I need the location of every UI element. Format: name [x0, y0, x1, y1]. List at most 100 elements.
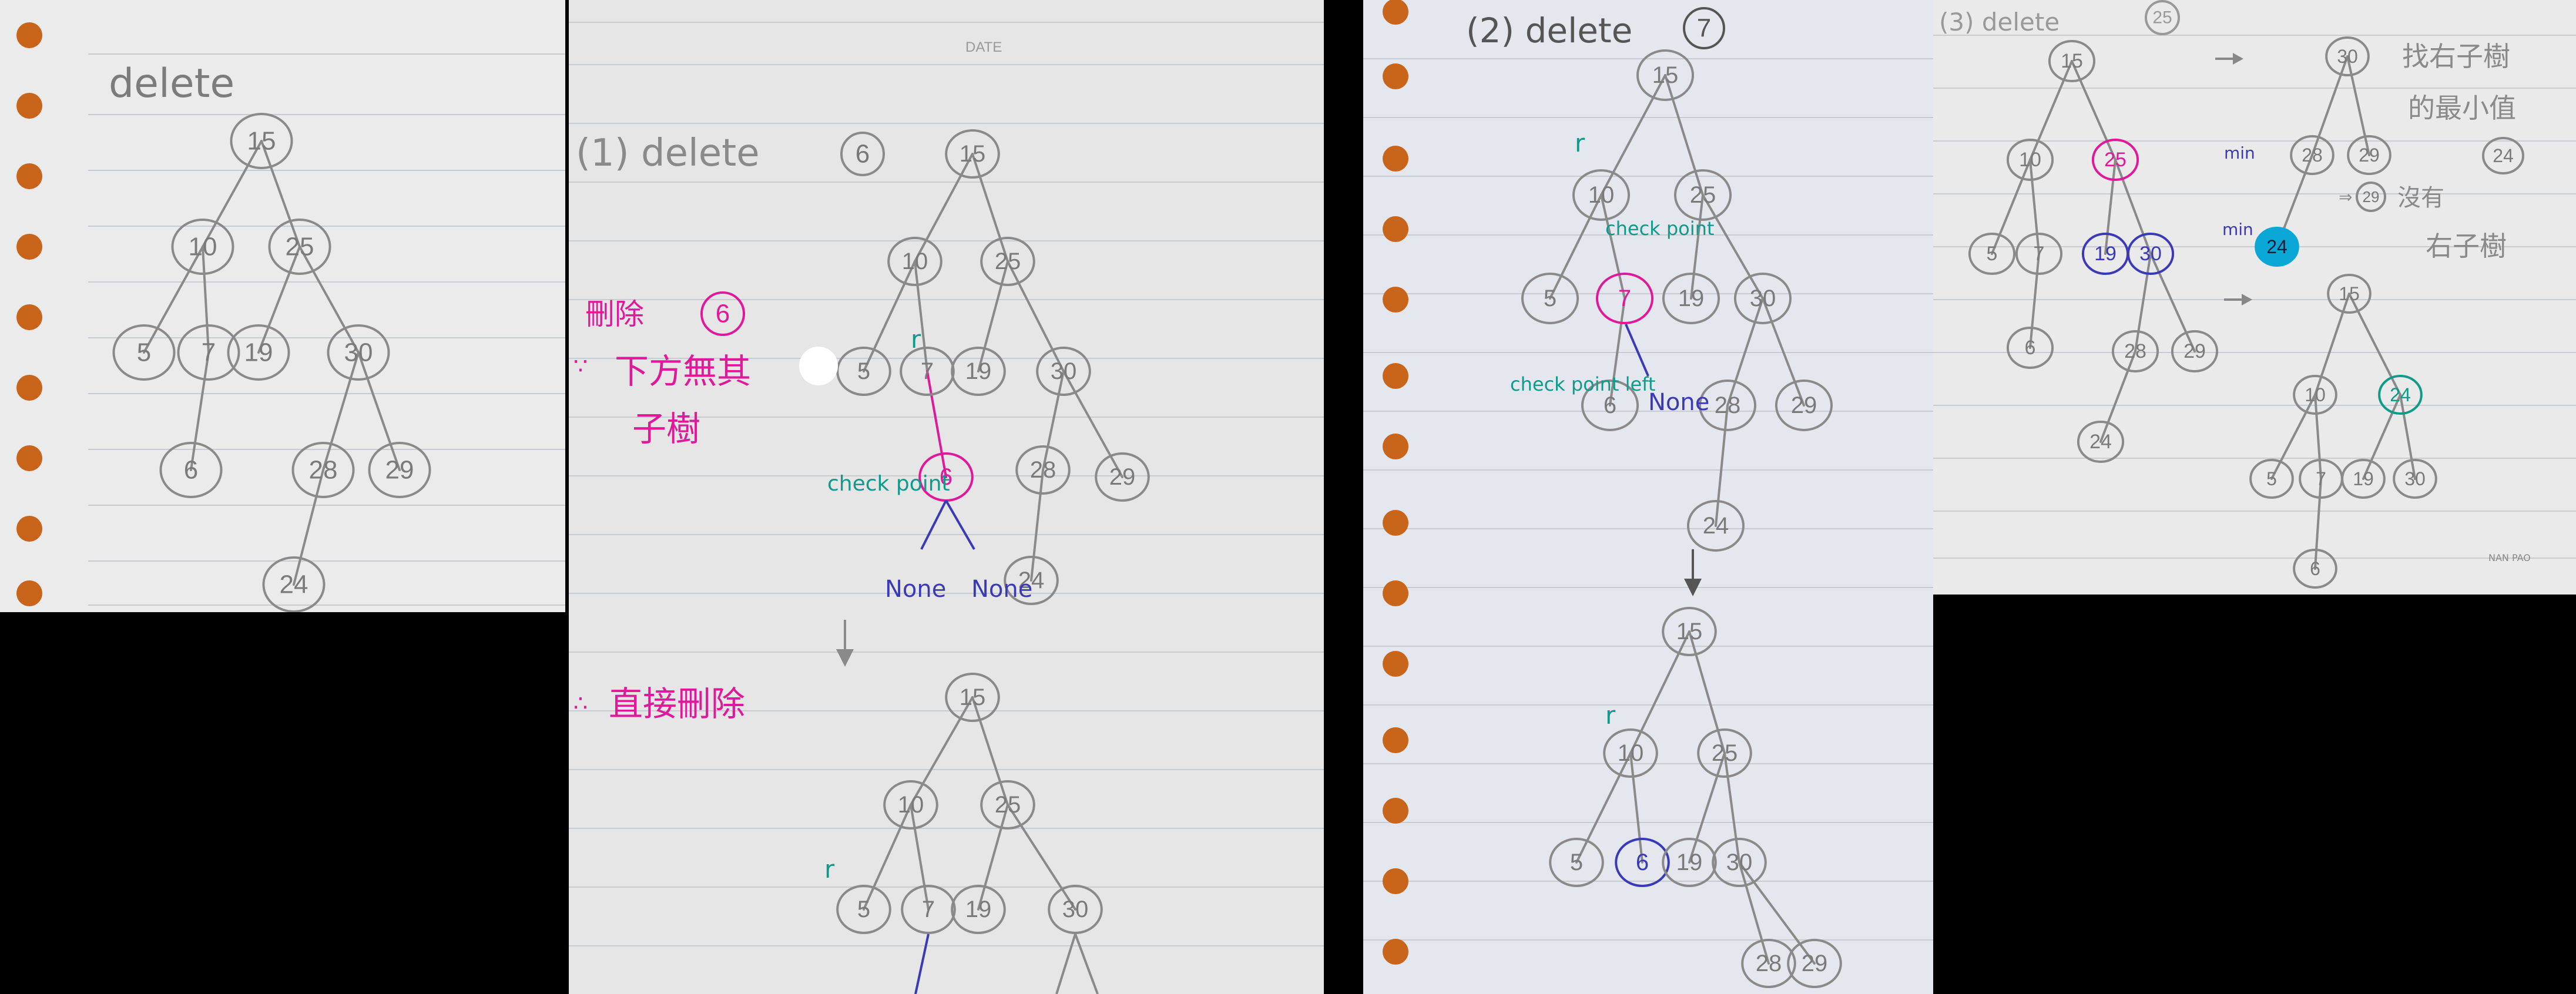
node-circle [900, 347, 955, 396]
node-circle [1741, 939, 1796, 988]
node-label: 15 [1676, 619, 1703, 644]
note-minimum-value: 的最小值 [2408, 92, 2516, 124]
node-circle [268, 219, 331, 275]
tree-node-19: 19 [1662, 273, 1720, 324]
tree-edge [1575, 752, 1632, 864]
tree-node-6: 6 [2293, 549, 2337, 589]
step-heading: (3) delete [1939, 8, 2060, 36]
step-target-label: 7 [1697, 14, 1711, 43]
panel-delete-25: (3) delete 25 找右子樹 的最小值 ⇒ 29 沒有 右子樹 NAN … [1933, 0, 2576, 595]
node-label: 15 [247, 127, 276, 156]
tree-node-5: 5 [1521, 273, 1579, 324]
node-circle [2006, 327, 2054, 369]
node-label: 30 [1726, 849, 1753, 875]
panel2-canvas: DATE (1) delete 6 刪除 6 ∵ 下方無其 子樹 ∴ 直接刪除 … [569, 22, 1324, 994]
node-circle [327, 324, 390, 381]
tree-node-15: 15 [2327, 274, 2372, 314]
note-subtree: 子樹 [632, 409, 700, 449]
tree-edge [257, 246, 301, 354]
arrow-down-icon [1684, 549, 1702, 596]
node-circle [1615, 838, 1670, 887]
node-label: 15 [2339, 283, 2360, 304]
tree-node-10: 10 [883, 780, 938, 830]
tree-node-6: 6 [2006, 327, 2054, 369]
tree-node-7: 7 [1595, 273, 1654, 324]
node-label: 7 [921, 358, 934, 384]
node-circle [2126, 233, 2175, 275]
tree-node-29: 29 [1775, 380, 1833, 431]
marker-r-bottom: r [824, 855, 835, 884]
node-circle [171, 219, 234, 275]
tree-node-25: 25 [980, 237, 1035, 286]
tree-edge [2099, 350, 2136, 443]
check-point-label: check point [1605, 217, 1714, 240]
tree-edge [2149, 253, 2196, 352]
node-label: 10 [1588, 182, 1615, 208]
step-target-circle [2145, 0, 2180, 35]
note-delete: 刪除 [585, 297, 644, 331]
tree-node-15: 15 [2048, 40, 2096, 82]
tree-edge [914, 153, 974, 263]
node-circle [1698, 380, 1757, 431]
step-heading: (2) delete [1466, 11, 1632, 51]
arrow-right-icon [2215, 53, 2243, 65]
tree-node-7: 7 [901, 885, 956, 934]
tree-node-30: 30 [2393, 459, 2437, 499]
step-target-circle [1683, 7, 1725, 49]
node-label: 25 [286, 233, 314, 261]
tree-node-5: 5 [112, 324, 176, 381]
tree-node-25: 25 [2091, 139, 2139, 181]
node-label: 6 [184, 456, 198, 485]
node-circle [1662, 607, 1717, 656]
node-label: 10 [189, 233, 217, 261]
node-circle [836, 347, 891, 396]
node-circle [1787, 939, 1842, 988]
node-circle [836, 885, 891, 934]
node-label: 19 [2094, 243, 2117, 265]
note-no-subtree: 下方無其 [615, 351, 751, 391]
tree-node-28: 28 [1015, 445, 1071, 495]
node-label: 30 [1062, 896, 1089, 922]
node-label: 25 [995, 248, 1021, 274]
node-label: 7 [202, 338, 216, 367]
node-label: 19 [2353, 468, 2374, 489]
tree-node-28: 28 [2290, 135, 2334, 175]
tree-node-30: 30 [1036, 347, 1091, 396]
tree-edge [2029, 60, 2073, 161]
tree-edge [1688, 630, 1726, 754]
node-circle [368, 442, 431, 498]
ruled-lines [88, 53, 565, 606]
note-29-label: 29 [2363, 188, 2380, 206]
tree-edge [1762, 297, 1805, 407]
min-label: min [2224, 143, 2255, 163]
node-circle [2171, 330, 2219, 372]
panel-delete-6: DATE (1) delete 6 刪除 6 ∵ 下方無其 子樹 ∴ 直接刪除 … [569, 0, 1324, 994]
tree-edge [322, 351, 360, 471]
node-circle [159, 442, 223, 498]
node-label: 19 [244, 338, 273, 367]
node-circle [2325, 36, 2370, 76]
step-heading: (1) delete [576, 132, 760, 175]
node-label: 29 [1109, 464, 1136, 490]
tree-node-30: 30 [2126, 233, 2175, 275]
tree-node-24: 24 [2255, 227, 2299, 267]
tree-edge [977, 260, 1009, 372]
tree-edge [202, 246, 210, 354]
tree-node-19: 19 [2081, 233, 2129, 275]
node-circle [2393, 459, 2437, 499]
node-circle [1549, 838, 1604, 887]
node-circle [1697, 728, 1752, 778]
node-circle [1048, 885, 1103, 934]
tree-edge [2311, 55, 2349, 156]
tree-edge [914, 260, 928, 372]
marker-r: r [1575, 129, 1585, 157]
node-label: 25 [995, 792, 1021, 818]
node-label: 10 [2305, 384, 2326, 405]
tree-node-30: 30 [2325, 36, 2370, 76]
